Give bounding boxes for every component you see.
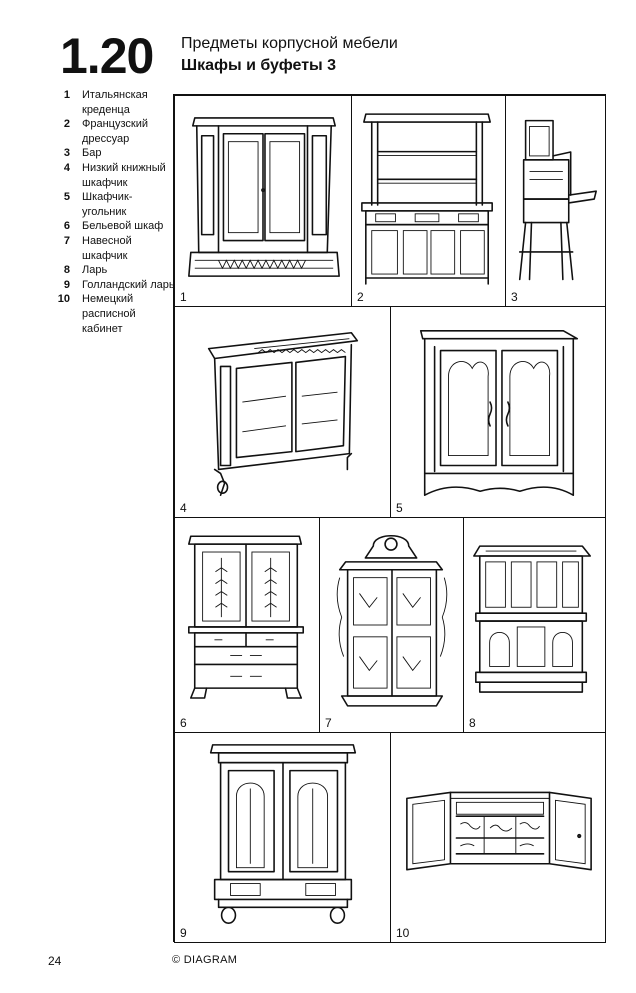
page-number: 24 — [48, 954, 62, 968]
coffer-chest-icon — [473, 545, 591, 693]
figure-number: 8 — [469, 716, 476, 730]
figure-cell-4: 4 — [174, 306, 391, 518]
legend-item: 9 Голландский ларь — [50, 278, 176, 293]
figure-number: 7 — [325, 716, 332, 730]
legend-item: 3 Бар — [50, 146, 176, 161]
legend-item-number: 5 — [63, 191, 70, 204]
corner-cabinet-icon — [419, 329, 579, 496]
legend-item-number: 9 — [63, 278, 70, 291]
legend-item-label: Бар — [82, 147, 102, 160]
painted-cabinet-icon — [406, 791, 592, 871]
figure-number: 10 — [396, 926, 410, 940]
figure-number: 1 — [180, 290, 187, 304]
legend-item: 6 Бельевой шкаф — [50, 219, 176, 234]
legend-list: 1 Итальянская креденца 2 Французский дресс… — [50, 88, 176, 336]
figure-number: 3 — [511, 290, 518, 304]
bar-cabinet-icon — [518, 119, 597, 281]
figure-number: 6 — [180, 716, 187, 730]
figure-cell-9: 9 — [174, 732, 391, 943]
legend-item-number: 3 — [63, 147, 70, 160]
french-dresser-icon — [361, 113, 493, 285]
section-number: 1.20 — [60, 28, 154, 84]
legend-item-label: Итальянская креденца — [82, 89, 148, 116]
linen-cupboard-icon — [188, 535, 305, 699]
legend-item-label: Бельевой шкаф — [82, 220, 164, 233]
figure-cell-6: 6 — [174, 517, 320, 733]
legend-item-label: Навесной шкафчик — [82, 234, 132, 262]
hanging-cabinet-icon — [336, 534, 448, 707]
legend-item-label: Немецкий расписной кабинет — [82, 293, 136, 335]
legend-item-number: 7 — [63, 234, 70, 247]
legend-item: 4 Низкий книжный шкафчик — [50, 161, 176, 190]
figure-cell-8: 8 — [463, 517, 606, 733]
figure-cell-10: 10 — [390, 732, 606, 943]
figure-grid: 1 2 — [173, 94, 606, 943]
legend-item-number: 6 — [63, 220, 70, 233]
low-bookcase-icon — [207, 331, 359, 496]
figure-cell-7: 7 — [319, 517, 464, 733]
legend-item-number: 1 — [63, 89, 70, 101]
figure-cell-5: 5 — [390, 306, 606, 518]
figure-number: 9 — [180, 926, 187, 940]
figure-cell-1: 1 — [174, 95, 352, 307]
legend-item-label: Низкий книжный шкафчик — [82, 161, 166, 189]
legend-item: 10 Немецкий расписной кабинет — [50, 292, 176, 336]
page-subtitle: Шкафы и буфеты 3 — [181, 57, 337, 74]
legend-item-label: Французский дрессуар — [82, 118, 148, 145]
legend-item-number: 8 — [63, 264, 70, 277]
italian-credenza-icon — [188, 117, 340, 277]
figure-number: 2 — [357, 290, 364, 304]
figure-cell-3: 3 — [505, 95, 606, 307]
dutch-chest-icon — [209, 744, 357, 924]
figure-number: 4 — [180, 501, 187, 515]
legend-item: 7 Навесной шкафчик — [50, 234, 176, 263]
legend-item: 8 Ларь — [50, 263, 176, 278]
legend-item: 2 Французский дрессуар — [50, 117, 176, 146]
figure-cell-2: 2 — [351, 95, 506, 307]
legend-item: 5 Шкафчик-угольник — [50, 190, 176, 219]
legend-item-number: 2 — [63, 118, 70, 131]
copyright-notice: © DIAGRAM — [172, 954, 238, 966]
legend-item-label: Ларь — [82, 264, 108, 277]
legend-item-number: 4 — [63, 161, 70, 174]
legend-item-label: Шкафчик-угольник — [82, 191, 133, 218]
figure-number: 5 — [396, 501, 403, 515]
legend-item-label: Голландский ларь — [82, 278, 175, 291]
legend-item-number: 10 — [57, 293, 70, 306]
page-title: Предметы корпусной мебели — [181, 35, 398, 52]
legend-item: 1 Итальянская креденца — [50, 88, 176, 117]
